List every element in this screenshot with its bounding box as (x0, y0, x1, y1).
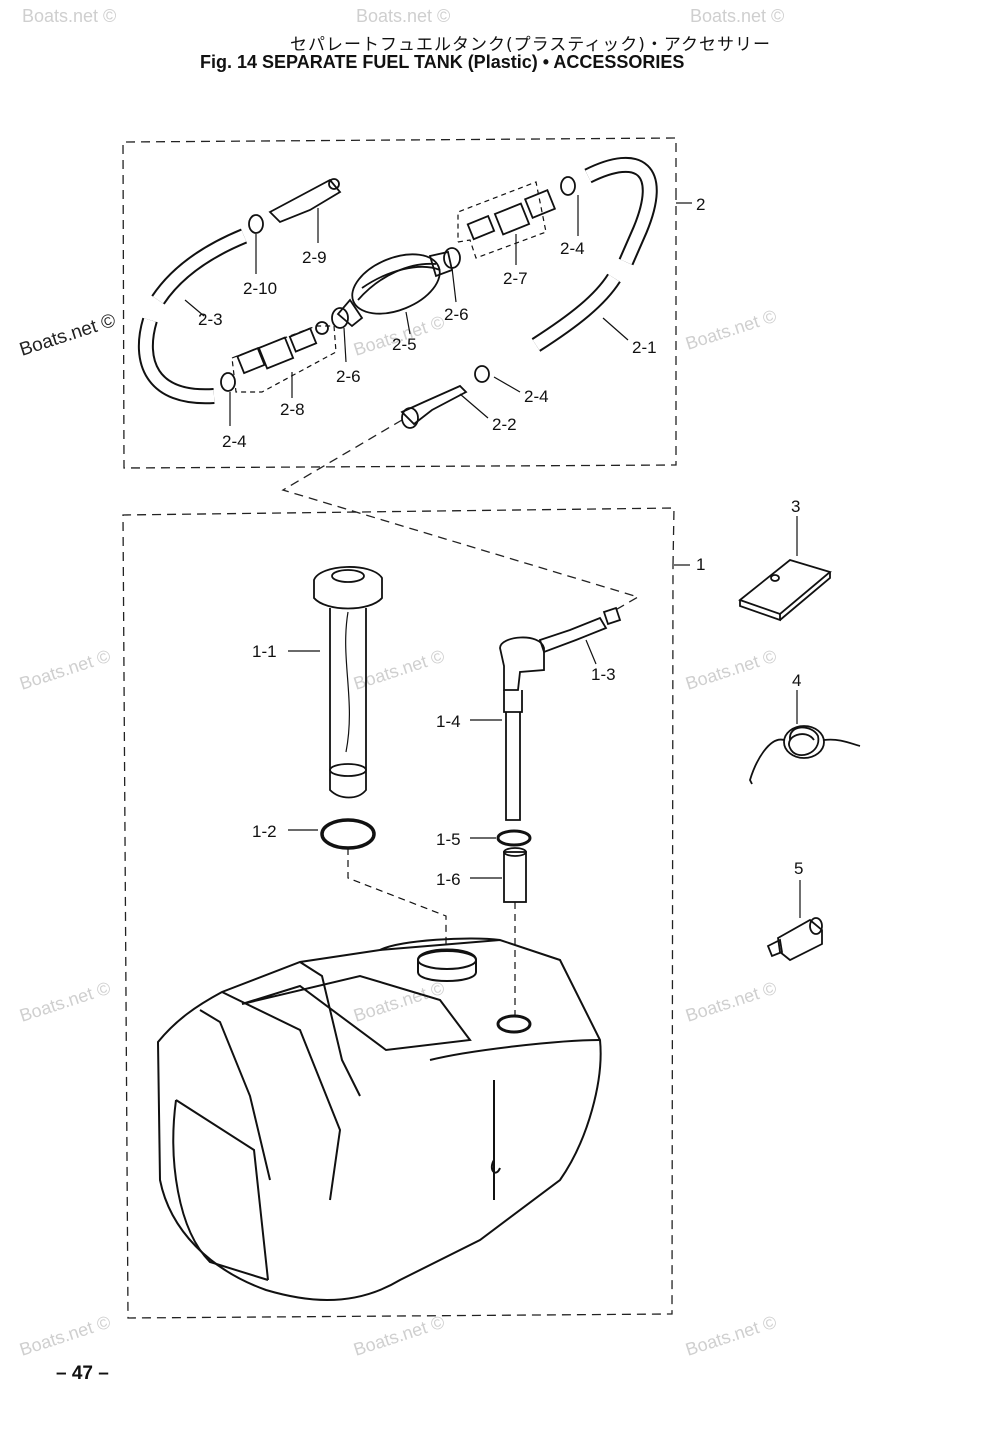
svg-text:Boats.net ©: Boats.net © (17, 646, 113, 694)
callout-4: 4 (792, 671, 801, 690)
callout-2-8: 2-8 (280, 400, 305, 419)
svg-text:Boats.net ©: Boats.net © (683, 306, 779, 354)
tank-assembly-lines (347, 848, 516, 1016)
page-number: – 47 – (56, 1363, 109, 1384)
callout-3: 3 (791, 497, 800, 516)
callout-1-6: 1-6 (436, 870, 461, 889)
svg-text:Boats.net ©: Boats.net © (683, 978, 779, 1026)
fuel-tank-body (156, 937, 602, 1301)
watermarks: Boats.net © Boats.net © Boats.net © Boat… (17, 6, 784, 1360)
callout-2-5: 2-5 (392, 335, 417, 354)
callout-2-10: 2-10 (243, 279, 277, 298)
tank-leader-lines (288, 564, 690, 879)
callout-1: 1 (696, 555, 705, 574)
svg-text:Boats.net ©: Boats.net © (690, 6, 784, 26)
tank-callouts: 1 1-1 1-2 1-3 1-4 1-5 1-6 3 4 5 (252, 497, 803, 889)
svg-text:Boats.net ©: Boats.net © (356, 6, 450, 26)
callout-2-6: 2-6 (336, 367, 361, 386)
callout-1-5: 1-5 (436, 830, 461, 849)
callout-2: 2 (696, 195, 705, 214)
accessories (738, 516, 861, 962)
callout-2-4: 2-4 (560, 239, 585, 258)
figure-title-japanese: セパレートフュエルタンク(プラスティック)・アクセサリー (290, 35, 772, 55)
callout-5: 5 (794, 859, 803, 878)
svg-text:Boats.net ©: Boats.net © (351, 1312, 447, 1360)
svg-text:Boats.net ©: Boats.net © (17, 1312, 113, 1360)
callout-2-1: 2-1 (632, 338, 657, 357)
callout-1-2: 1-2 (252, 822, 277, 841)
fuel-tank-assembly-box (122, 507, 675, 1319)
svg-text:Boats.net ©: Boats.net © (351, 978, 447, 1026)
callout-2-3: 2-3 (198, 310, 223, 329)
svg-text:Boats.net ©: Boats.net © (683, 1312, 779, 1360)
callout-2-4: 2-4 (222, 432, 247, 451)
callout-2-7: 2-7 (503, 269, 528, 288)
figure-title: Fig. 14 SEPARATE FUEL TANK (Plastic) • A… (200, 52, 685, 72)
fuel-tank-parts (313, 566, 622, 903)
svg-text:Boats.net ©: Boats.net © (22, 6, 116, 26)
hose-callouts: 2 2-1 2-2 2-3 2-4 2-4 2-4 2-5 2-6 2-6 2-… (198, 195, 705, 451)
hose-leader-lines (184, 195, 692, 426)
watermark-dark: Boats.net © (17, 310, 118, 361)
fuel-hose-parts (137, 156, 658, 429)
svg-text:Boats.net ©: Boats.net © (683, 646, 779, 694)
callout-1-4: 1-4 (436, 712, 461, 731)
callout-1-1: 1-1 (252, 642, 277, 661)
callout-2-2: 2-2 (492, 415, 517, 434)
fuel-hose-assembly-box (122, 137, 677, 469)
callout-2-6: 2-6 (444, 305, 469, 324)
callout-2-4: 2-4 (524, 387, 549, 406)
callout-2-9: 2-9 (302, 248, 327, 267)
callout-1-3: 1-3 (591, 665, 616, 684)
svg-text:Boats.net ©: Boats.net © (17, 978, 113, 1026)
connection-line (281, 419, 640, 613)
